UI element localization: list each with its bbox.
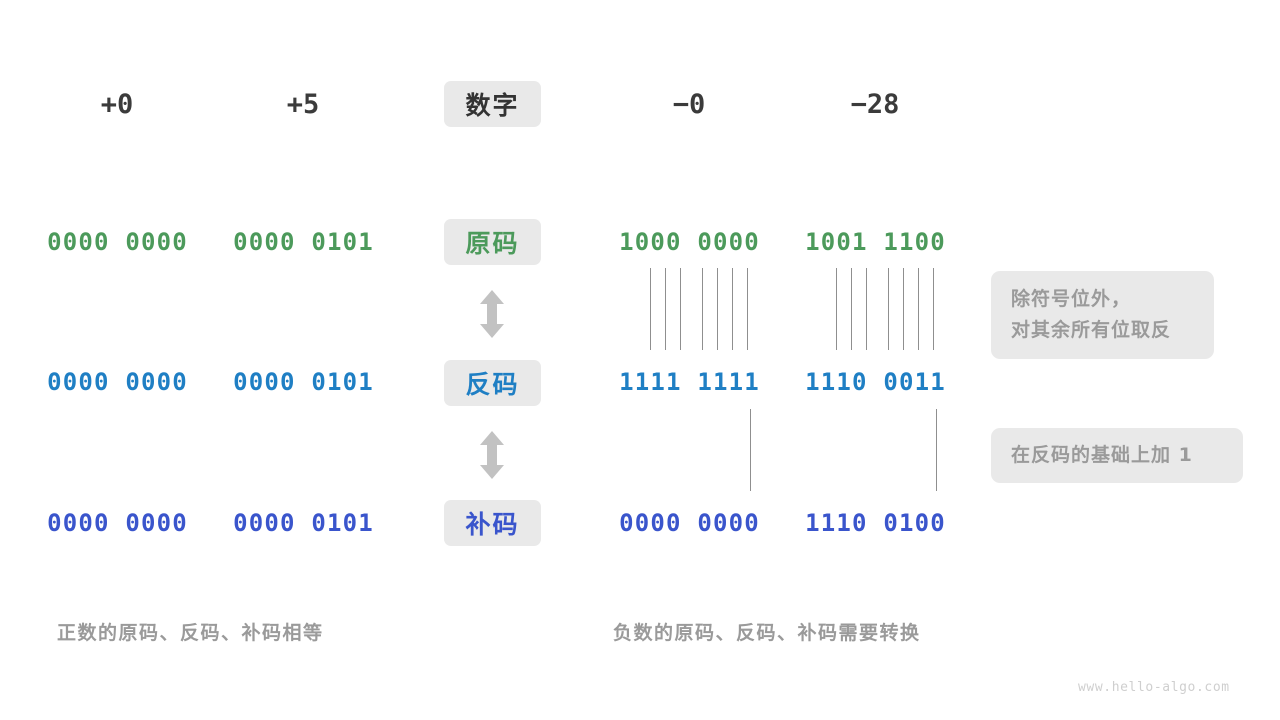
row-ones-complement-value-plus-zero: 0000 0000 bbox=[47, 368, 188, 396]
connector-line bbox=[702, 268, 703, 350]
annotation-line-1: 除符号位外， bbox=[1011, 288, 1132, 310]
connector-line bbox=[933, 268, 934, 350]
connector-line bbox=[732, 268, 733, 350]
annotation-line-2: 对其余所有位取反 bbox=[1011, 319, 1172, 341]
row-twos-complement-value-minus-zero: 0000 0000 bbox=[619, 509, 760, 537]
caption-negative: 负数的原码、反码、补码需要转换 bbox=[613, 622, 921, 644]
up-down-arrow-icon bbox=[479, 431, 505, 479]
annotation-line-1: 在反码的基础上加 1 bbox=[1011, 444, 1193, 466]
row-ones-complement-value-plus-five: 0000 0101 bbox=[233, 368, 374, 396]
row-twos-complement-value-plus-five: 0000 0101 bbox=[233, 509, 374, 537]
header-value-minus-twentyeight: −28 bbox=[850, 88, 900, 120]
connector-line bbox=[903, 268, 904, 350]
row-sign-magnitude-value-plus-zero: 0000 0000 bbox=[47, 228, 188, 256]
connector-line bbox=[665, 268, 666, 350]
row-sign-magnitude-value-minus-twentyeight: 1001 1100 bbox=[805, 228, 946, 256]
row-sign-magnitude-value-minus-zero: 1000 0000 bbox=[619, 228, 760, 256]
connector-line bbox=[680, 268, 681, 350]
connector-line bbox=[717, 268, 718, 350]
row-twos-complement-value-minus-twentyeight: 1110 0100 bbox=[805, 509, 946, 537]
annotation-add-one: 在反码的基础上加 1 bbox=[991, 428, 1243, 483]
connector-line bbox=[836, 268, 837, 350]
row-label-ones-complement: 反码 bbox=[444, 360, 541, 406]
row-sign-magnitude-value-plus-five: 0000 0101 bbox=[233, 228, 374, 256]
row-twos-complement-value-plus-zero: 0000 0000 bbox=[47, 509, 188, 537]
connector-line bbox=[888, 268, 889, 350]
connector-line bbox=[650, 268, 651, 350]
header-value-minus-zero: −0 bbox=[672, 88, 706, 120]
connector-line bbox=[750, 409, 751, 491]
connector-line bbox=[866, 268, 867, 350]
caption-positive: 正数的原码、反码、补码相等 bbox=[57, 622, 324, 644]
header-label-number: 数字 bbox=[444, 81, 541, 127]
connector-line bbox=[747, 268, 748, 350]
row-ones-complement-value-minus-twentyeight: 1110 0011 bbox=[805, 368, 946, 396]
connector-line bbox=[936, 409, 937, 491]
row-label-twos-complement: 补码 bbox=[444, 500, 541, 546]
annotation-invert-bits: 除符号位外， 对其余所有位取反 bbox=[991, 271, 1214, 359]
row-label-sign-magnitude: 原码 bbox=[444, 219, 541, 265]
row-ones-complement-value-minus-zero: 1111 1111 bbox=[619, 368, 760, 396]
connector-line bbox=[918, 268, 919, 350]
connector-line bbox=[851, 268, 852, 350]
up-down-arrow-icon bbox=[479, 290, 505, 338]
header-value-plus-zero: +0 bbox=[100, 88, 134, 120]
header-value-plus-five: +5 bbox=[286, 88, 320, 120]
watermark: www.hello-algo.com bbox=[1078, 680, 1230, 695]
